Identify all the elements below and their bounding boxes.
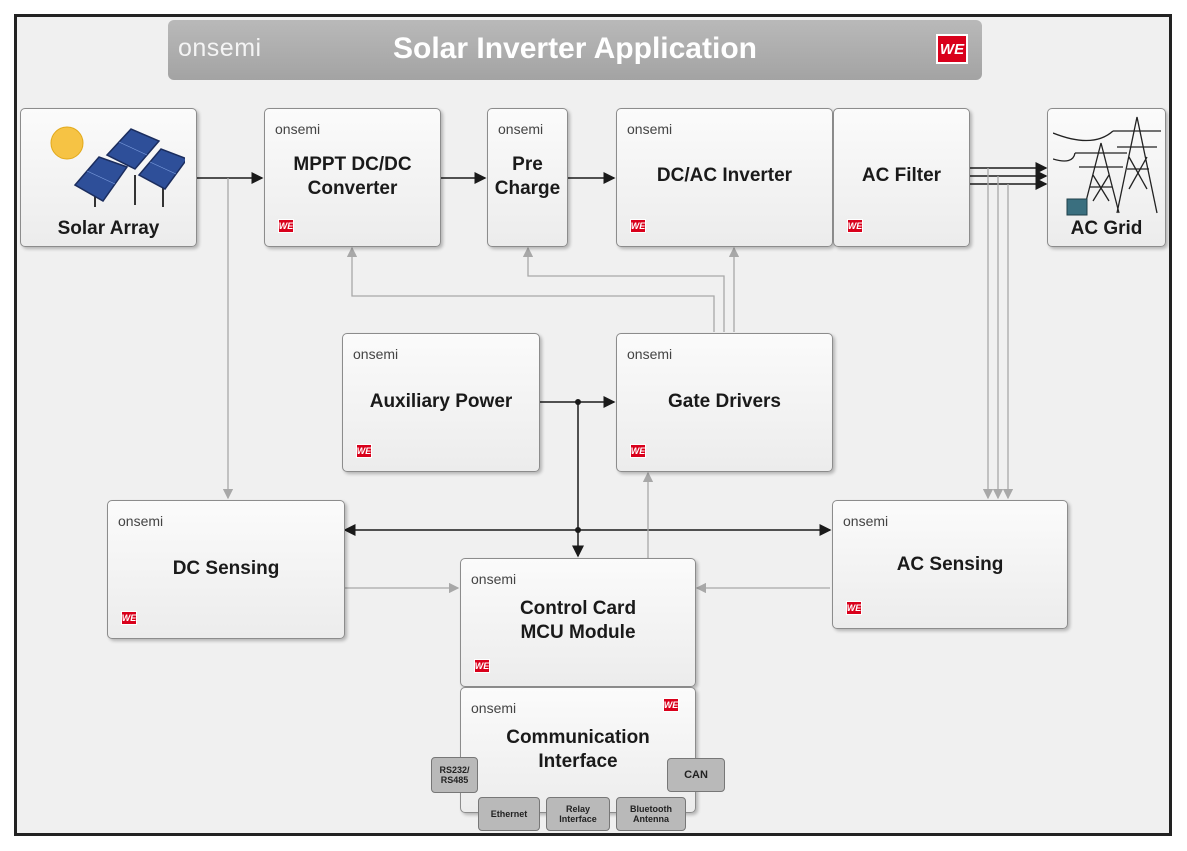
- diagram-title: Solar Inverter Application: [393, 32, 757, 65]
- mppt-block: onsemi MPPT DC/DC Converter WE: [264, 108, 441, 247]
- relay-label-line1: Relay: [565, 804, 591, 814]
- dc-ac-inverter-block: onsemi DC/AC Inverter WE: [616, 108, 833, 247]
- control-card-label-line2: MCU Module: [520, 622, 636, 643]
- relay-interface: Relay Interface: [546, 797, 610, 831]
- ac-filter-label: AC Filter: [861, 165, 942, 186]
- bluetooth-antenna-interface: Bluetooth Antenna: [616, 797, 686, 831]
- onsemi-logo-icon: onsemi: [471, 700, 517, 716]
- dc-ac-inverter-label: DC/AC Inverter: [656, 165, 793, 186]
- we-logo-icon: WE: [846, 601, 862, 615]
- control-card-label-line1: Control Card: [519, 598, 637, 619]
- mppt-label-line2: Converter: [307, 178, 398, 199]
- we-logo-icon: WE: [121, 611, 137, 625]
- header-brand: onsemi: [178, 34, 262, 62]
- communication-interface-block: onsemi WE Communication Interface: [460, 687, 696, 813]
- onsemi-logo-icon: onsemi: [471, 571, 517, 587]
- onsemi-logo-icon: onsemi: [353, 346, 399, 362]
- title-bar: onsemi Solar Inverter Application WE: [168, 20, 982, 80]
- mppt-label-line1: MPPT DC/DC: [293, 154, 412, 175]
- onsemi-logo-icon: onsemi: [498, 121, 544, 137]
- wire-gate-to-mppt: [346, 246, 715, 332]
- onsemi-logo-icon: onsemi: [275, 121, 321, 137]
- rs232-rs485-interface: RS232/ RS485: [431, 757, 478, 793]
- we-logo-icon: WE: [630, 444, 646, 458]
- gate-drivers-block: onsemi Gate Drivers WE: [616, 333, 833, 472]
- communication-label-line2: Interface: [538, 751, 618, 772]
- onsemi-logo-icon: onsemi: [843, 513, 889, 529]
- ac-grid-label: AC Grid: [1070, 218, 1143, 239]
- onsemi-logo-icon: onsemi: [118, 513, 164, 529]
- solar-array-block: Solar Array: [20, 108, 197, 247]
- we-logo-icon: WE: [278, 219, 294, 233]
- we-logo-icon: WE: [474, 659, 490, 673]
- control-card-block: onsemi Control Card MCU Module WE: [460, 558, 696, 687]
- solar-array-label: Solar Array: [57, 218, 160, 239]
- ethernet-label: Ethernet: [490, 809, 528, 819]
- bluetooth-label-line1: Bluetooth: [630, 804, 672, 814]
- power-tower-icon: [1053, 116, 1161, 216]
- can-interface: CAN: [667, 758, 725, 792]
- pre-charge-block: onsemi Pre Charge: [487, 108, 568, 247]
- dc-sensing-block: onsemi DC Sensing WE: [107, 500, 345, 639]
- we-logo-icon: WE: [356, 444, 372, 458]
- gate-drivers-label: Gate Drivers: [667, 391, 781, 412]
- ac-sensing-label: AC Sensing: [896, 554, 1004, 575]
- we-logo-icon: WE: [663, 698, 679, 712]
- we-logo-icon: WE: [936, 34, 968, 64]
- auxiliary-power-label: Auxiliary Power: [369, 391, 513, 412]
- dc-sensing-label: DC Sensing: [172, 558, 280, 579]
- pre-charge-label-line1: Pre: [512, 154, 543, 175]
- bluetooth-label-line2: Antenna: [633, 814, 669, 824]
- we-logo-icon: WE: [847, 219, 863, 233]
- ac-filter-block: AC Filter WE: [833, 108, 970, 247]
- ac-grid-block: AC Grid: [1047, 108, 1166, 247]
- onsemi-logo-icon: onsemi: [627, 121, 673, 137]
- can-label: CAN: [684, 769, 708, 781]
- wire-gate-to-precharge: [522, 246, 725, 332]
- ac-sensing-block: onsemi AC Sensing WE: [832, 500, 1068, 629]
- auxiliary-power-block: onsemi Auxiliary Power WE: [342, 333, 540, 472]
- we-logo-icon: WE: [630, 219, 646, 233]
- relay-label-line2: Interface: [559, 814, 597, 824]
- communication-label-line1: Communication: [506, 727, 650, 748]
- ethernet-interface: Ethernet: [478, 797, 540, 831]
- solar-panels-icon: [50, 126, 185, 207]
- onsemi-logo-icon: onsemi: [627, 346, 673, 362]
- pre-charge-label-line2: Charge: [494, 178, 561, 199]
- rs-label-line1: RS232/: [439, 765, 470, 775]
- rs-label-line2: RS485: [440, 775, 469, 785]
